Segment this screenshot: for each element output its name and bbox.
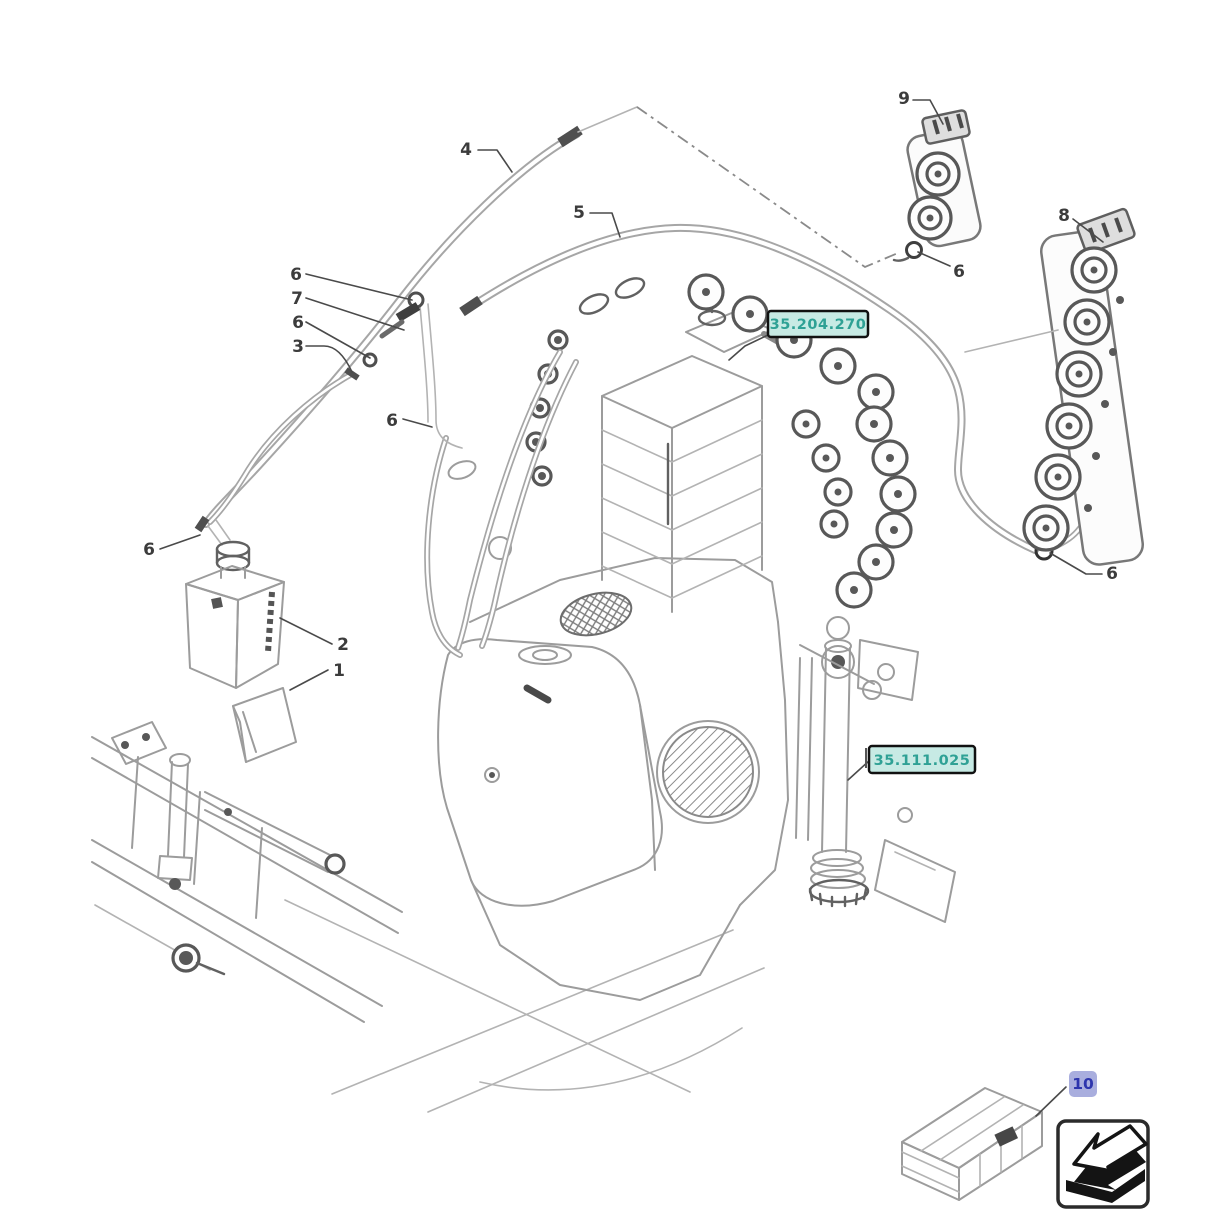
part10-link[interactable]: 10 [1069,1071,1097,1097]
section-ref-labels: 35.204.270 35.111.025 [766,309,977,775]
ref-label-35-111-025[interactable]: 35.111.025 [865,744,977,775]
callout-2: 2 [337,635,349,655]
reservoir-bottle [185,519,285,689]
callout-4: 4 [460,140,472,160]
left-lift-linkage [157,753,346,976]
callout-7: 7 [291,289,303,309]
callout-6a: 6 [290,265,302,285]
coupler-block-2way [906,109,982,248]
ref-label-35-111-025-text[interactable]: 35.111.025 [874,753,971,769]
callout-6c: 6 [386,411,398,431]
callout-3: 3 [292,337,304,357]
callout-1: 1 [333,661,345,681]
chassis-frame [91,721,765,1113]
mounting-bracket [232,687,297,763]
ref-label-35-204-270[interactable]: 35.204.270 [766,309,870,339]
callout-6b: 6 [292,313,304,333]
callout-6d: 6 [143,540,155,560]
driveline-dash-line [577,106,899,269]
callout-9: 9 [898,89,910,109]
callout-leader-lines [159,99,1104,1117]
fittings [194,241,1054,561]
transmission-housing [437,557,956,1001]
unpack-arrow-icon [1056,1119,1150,1209]
callout-6f: 6 [1106,564,1118,584]
callout-5: 5 [573,203,585,223]
ref-label-35-204-270-text[interactable]: 35.204.270 [770,317,867,333]
shipping-crate [901,1087,1043,1201]
callout-8: 8 [1058,206,1070,226]
part10-label[interactable]: 10 [1072,1075,1094,1093]
tube-3-path [207,371,355,525]
callout-numbers: 4 5 6 7 6 3 6 6 2 1 9 6 8 6 [143,89,1118,681]
callout-6e: 6 [953,262,965,282]
coupler-stack-6way [964,207,1144,566]
